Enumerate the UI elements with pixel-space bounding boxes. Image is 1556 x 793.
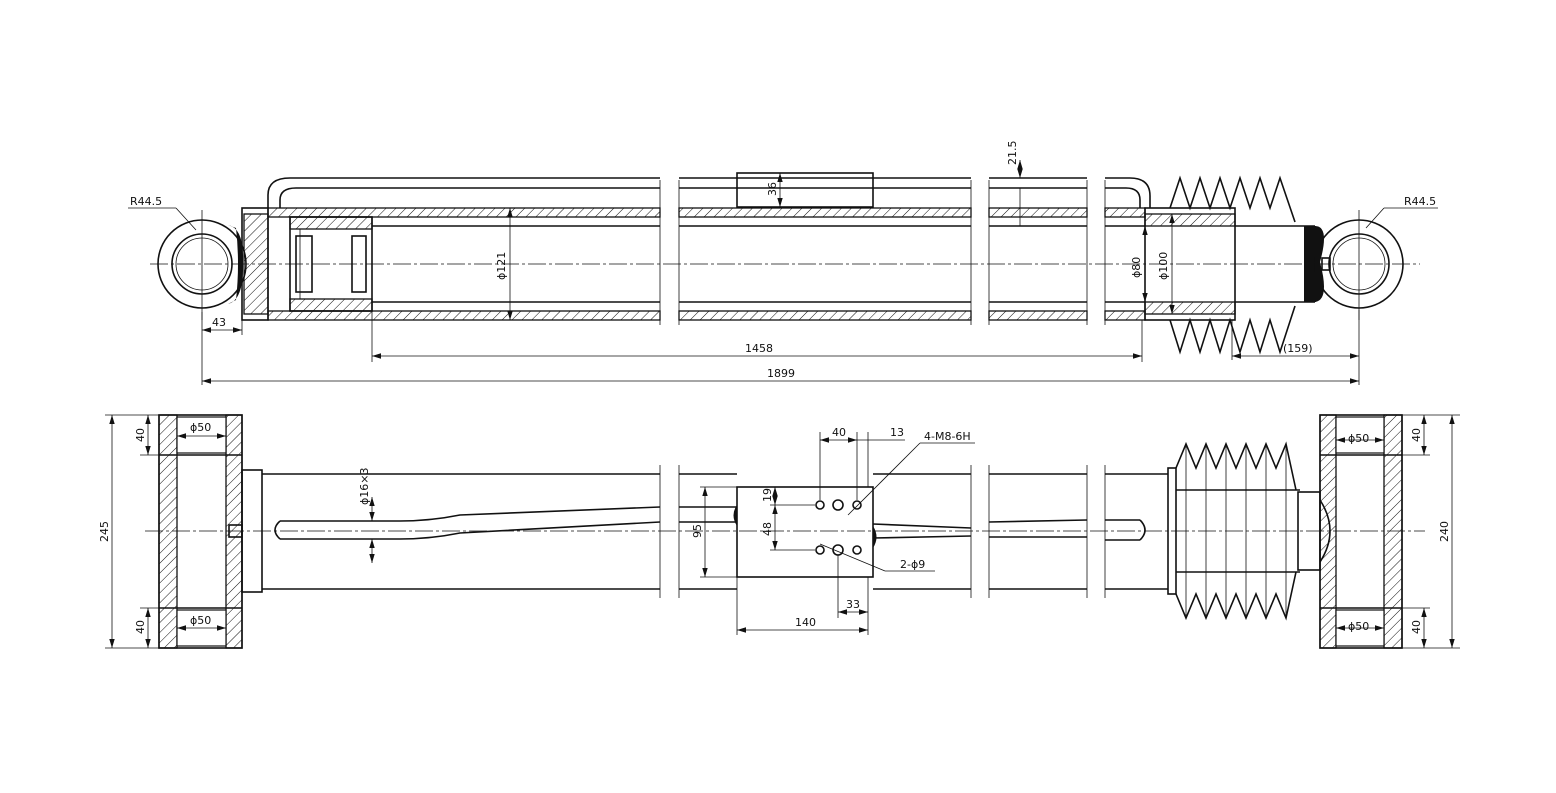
dim-hole-callout: 2-ϕ9 xyxy=(900,558,925,571)
left-rod-eye xyxy=(157,210,247,320)
dim-right-lug-bottom: 40 xyxy=(1410,620,1423,634)
dim-block-33: 33 xyxy=(846,598,860,611)
dim-block-40: 40 xyxy=(832,426,846,439)
dim-rod-diameter: ϕ80 xyxy=(1130,257,1143,278)
dim-right-lug-top: 40 xyxy=(1410,428,1423,442)
dim-block-140: 140 xyxy=(795,616,816,629)
dim-block-48: 48 xyxy=(761,522,774,536)
dim-block-height-top: 36 xyxy=(766,182,779,196)
right-rod-eye xyxy=(1314,210,1404,320)
dim-right-total-width: 240 xyxy=(1438,521,1451,542)
tube-plan xyxy=(262,465,1168,598)
right-clevis xyxy=(1319,414,1403,649)
piston xyxy=(289,216,373,312)
top-dimensions: R44.5 R44.5 43 21.5 36 ϕ121 ϕ80 ϕ100 145… xyxy=(128,141,1438,385)
dim-boot-length: (159) xyxy=(1283,342,1313,355)
dim-block-19: 19 xyxy=(761,488,774,502)
bottom-view: 245 40 40 ϕ50 ϕ50 ϕ16×3 40 13 4-M8- xyxy=(98,414,1460,649)
dim-thread-callout: 4-M8-6H xyxy=(924,430,971,443)
valve-block xyxy=(733,486,877,578)
dim-right-pin-bottom: ϕ50 xyxy=(1348,620,1369,633)
bottom-dimensions: 245 40 40 ϕ50 ϕ50 ϕ16×3 40 13 4-M8- xyxy=(98,414,1460,649)
dim-left-pin-bottom: ϕ50 xyxy=(190,614,211,627)
dim-eye-offset: 43 xyxy=(212,316,226,329)
left-end-cap xyxy=(243,213,269,315)
dim-bore-diameter: ϕ121 xyxy=(495,252,508,280)
dim-right-pin-top: ϕ50 xyxy=(1348,432,1369,445)
dim-stroke: 1458 xyxy=(745,342,773,355)
dim-block-13: 13 xyxy=(890,426,904,439)
dim-left-lug-bottom: 40 xyxy=(134,620,147,634)
bellows-top xyxy=(1169,175,1296,355)
dim-left-pin-top: ϕ50 xyxy=(190,421,211,434)
top-view: R44.5 R44.5 43 21.5 36 ϕ121 ϕ80 ϕ100 145… xyxy=(128,141,1438,385)
dim-pipe-size: ϕ16×3 xyxy=(358,468,371,505)
dim-outer-diameter: ϕ100 xyxy=(1157,252,1170,280)
cylinder-tube xyxy=(267,180,1146,325)
pipe-plan xyxy=(274,506,1146,541)
dim-block-95: 95 xyxy=(691,524,704,538)
dim-pipe-clearance: 21.5 xyxy=(1006,141,1019,166)
dim-overall-length: 1899 xyxy=(767,367,795,380)
dim-radius-right: R44.5 xyxy=(1404,195,1436,208)
dim-radius-left: R44.5 xyxy=(130,195,162,208)
dim-left-total-width: 245 xyxy=(98,521,111,542)
external-pipe xyxy=(267,172,1151,208)
dim-left-lug-top: 40 xyxy=(134,428,147,442)
